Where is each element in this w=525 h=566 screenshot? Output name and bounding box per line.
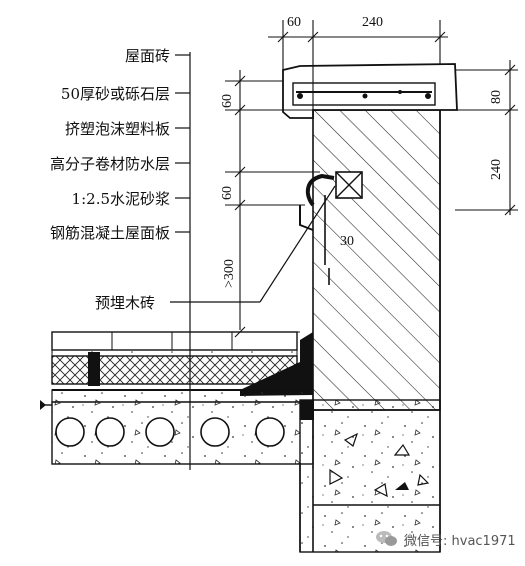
wechat-icon xyxy=(376,531,397,546)
label-membrane: 高分子卷材防水层 xyxy=(49,155,170,173)
label-tile: 屋面砖 xyxy=(124,47,170,65)
dim-right-240: 240 xyxy=(489,159,504,180)
dim-top-60: 60 xyxy=(287,15,301,30)
dimension-lines xyxy=(225,20,518,338)
dim-left-60-upper: 60 xyxy=(220,94,235,108)
label-wood-brick: 预埋木砖 xyxy=(94,294,155,312)
dim-angle-30: 30 xyxy=(340,234,354,249)
hollow-cores xyxy=(55,417,285,447)
label-xps-board: 挤塑泡沫塑料板 xyxy=(64,120,170,138)
label-slab: 钢筋混凝土屋面板 xyxy=(49,224,170,242)
label-mortar: 1:2.5水泥砂浆 xyxy=(71,190,170,208)
roof-tile-layer xyxy=(51,331,298,351)
dim-right-80: 80 xyxy=(489,90,504,104)
wall-base-concrete xyxy=(299,399,441,553)
dim-left-300: >300 xyxy=(222,259,237,288)
dim-top-240: 240 xyxy=(362,15,383,30)
cement-mortar-layer xyxy=(51,389,314,403)
label-sand-gravel: 50厚砂或砾石层 xyxy=(60,85,170,103)
parapet-brick-wall xyxy=(312,109,441,411)
dim-left-60-lower: 60 xyxy=(220,186,235,200)
waterproof-membrane xyxy=(240,332,313,396)
watermark-text: 微信号: hvac1971 xyxy=(404,534,516,549)
leader-lines xyxy=(170,52,336,470)
